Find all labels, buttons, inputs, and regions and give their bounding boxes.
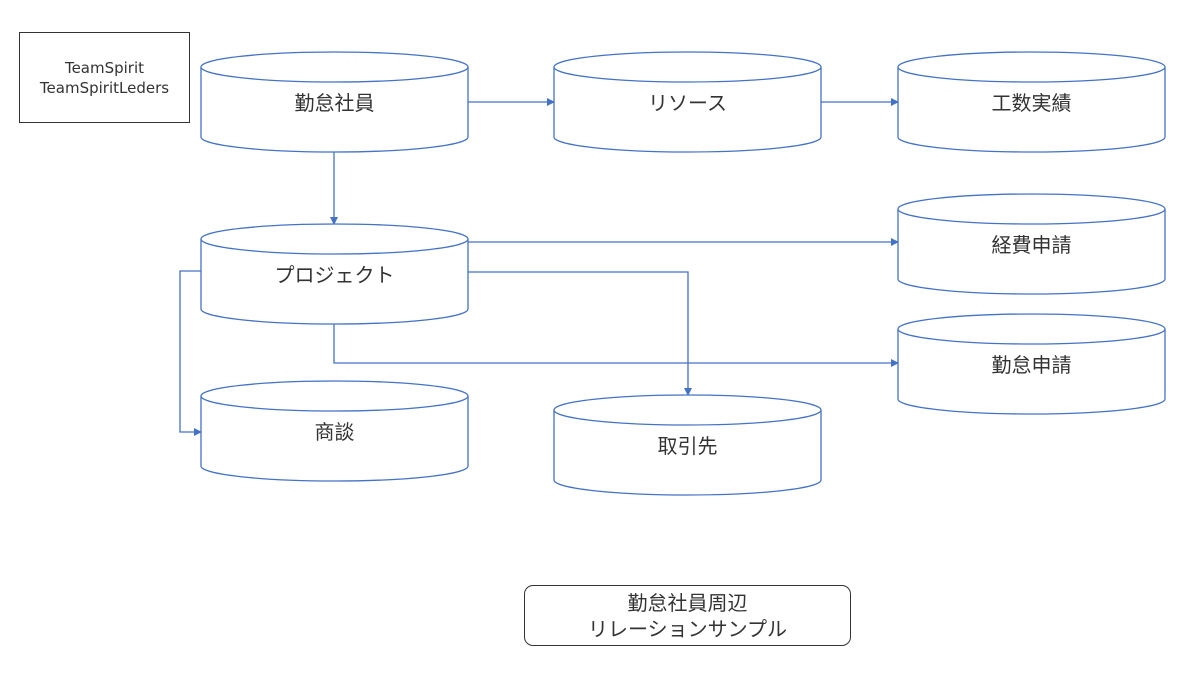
cylinder-body-shape [897, 209, 1166, 295]
db-node-shoudan[interactable]: 商談 [200, 380, 469, 482]
cylinder-top-shape [553, 51, 822, 83]
cylinder-body-shape [897, 329, 1166, 415]
db-node-kintai-shinsei[interactable]: 勤怠申請 [897, 313, 1166, 415]
db-node-kintai-shain[interactable]: 勤怠社員 [200, 51, 469, 153]
node-label: 勤怠社員 [295, 91, 375, 115]
cylinder-body-shape [897, 67, 1166, 153]
cylinder-body-shape [200, 239, 469, 325]
db-node-resource[interactable]: リソース [553, 51, 822, 153]
node-label: 勤怠申請 [992, 353, 1072, 377]
source-line-2: TeamSpiritLeders [39, 78, 170, 97]
cylinder-body-shape [200, 67, 469, 153]
db-node-keihi-shinsei[interactable]: 経費申請 [897, 193, 1166, 295]
caption-line-2: リレーションサンプル [588, 616, 787, 641]
connector-project-to-kintai-shinsei [333, 324, 899, 367]
node-label: 工数実績 [992, 91, 1072, 115]
node-label: 取引先 [658, 434, 718, 458]
cylinder-body-shape [200, 396, 469, 482]
cylinder-top-shape [897, 313, 1166, 345]
cylinder-top-shape [897, 51, 1166, 83]
db-node-project[interactable]: プロジェクト [200, 223, 469, 325]
node-label: リソース [648, 91, 727, 115]
diagram-caption-box: 勤怠社員周辺 リレーションサンプル [524, 585, 851, 646]
connector-project-to-torihikisaki [468, 271, 692, 396]
node-label: 経費申請 [992, 233, 1072, 257]
source-line-1: TeamSpirit [64, 58, 145, 77]
cylinder-body-shape [553, 67, 822, 153]
node-label: 商談 [315, 420, 355, 444]
cylinder-top-shape [200, 380, 469, 412]
cylinder-body-shape [553, 410, 822, 496]
connector-layer [179, 98, 899, 436]
cylinder-top-shape [897, 193, 1166, 225]
db-node-kousu-jisseki[interactable]: 工数実績 [897, 51, 1166, 153]
db-node-torihikisaki[interactable]: 取引先 [553, 394, 822, 496]
cylinder-top-shape [200, 223, 469, 255]
cylinder-top-shape [200, 51, 469, 83]
cylinder-top-shape [553, 394, 822, 426]
node-label: プロジェクト [275, 263, 395, 287]
source-label-box: TeamSpirit TeamSpiritLeders [19, 32, 190, 123]
connector-project-to-shoudan [179, 270, 202, 436]
caption-line-1: 勤怠社員周辺 [627, 590, 748, 615]
